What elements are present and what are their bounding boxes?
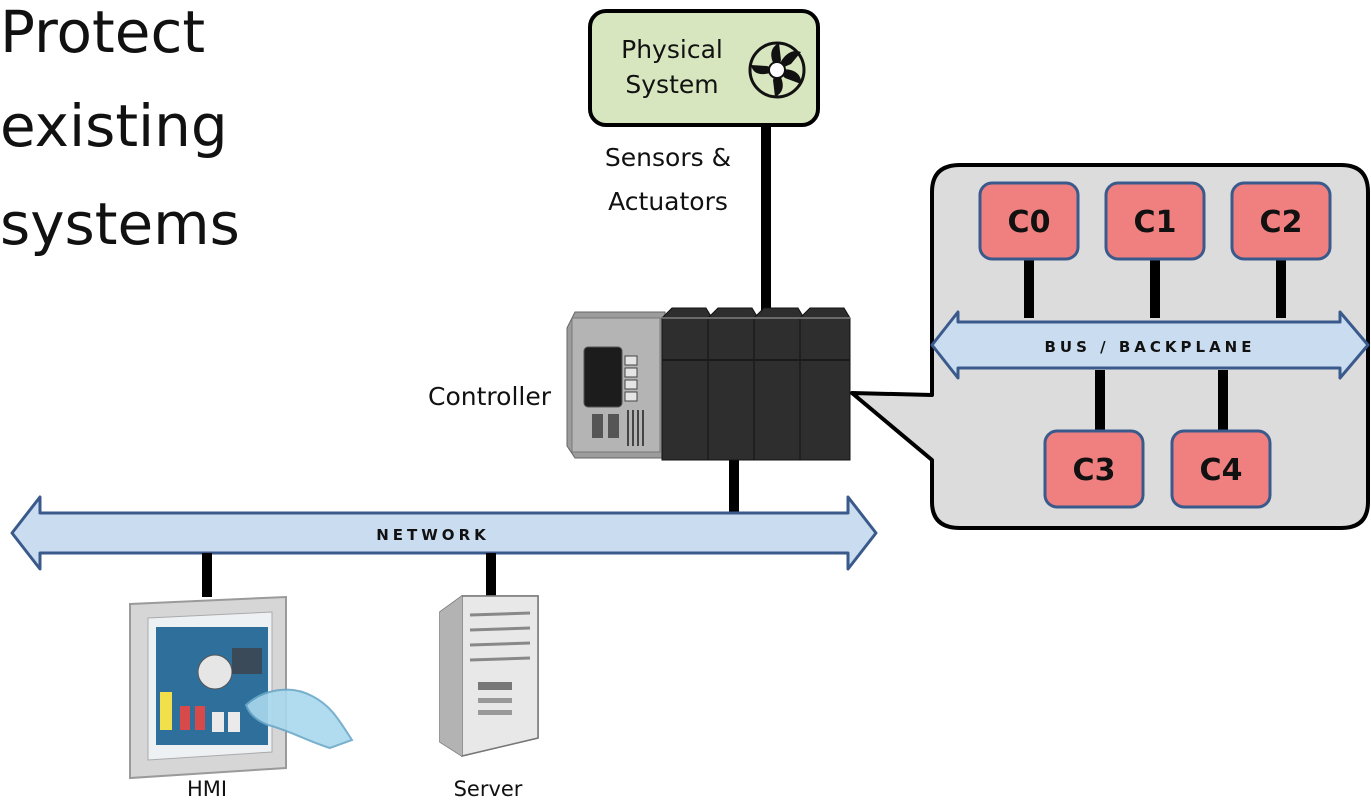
controller-icon — [566, 307, 851, 461]
physical-system-box: Physical System — [588, 9, 820, 127]
component-c1: C1 — [1104, 181, 1206, 261]
physical-system-frame — [588, 9, 820, 127]
backplane-label: BUS / BACKPLANE — [1045, 338, 1256, 356]
component-c1-label: C1 — [1134, 205, 1177, 240]
server-icon — [439, 595, 539, 757]
component-c4-label: C4 — [1200, 453, 1243, 488]
network-bus: NETWORK — [10, 495, 878, 571]
component-c3: C3 — [1043, 429, 1145, 509]
component-c2: C2 — [1230, 181, 1332, 261]
hand-icon — [244, 688, 354, 750]
controller-label: Controller — [428, 382, 552, 411]
slide-title: Protect existing systems — [0, 0, 240, 258]
controller-callout: BUS / BACKPLANE C0 C1 C2 C3 C4 — [850, 163, 1370, 530]
component-c0-label: C0 — [1008, 205, 1051, 240]
sensors-label-1: Sensors & — [605, 143, 731, 172]
server-label: Server — [454, 777, 523, 801]
title-line-1: Protect — [0, 0, 205, 66]
component-c0: C0 — [978, 181, 1080, 261]
hmi-label: HMI — [187, 777, 227, 801]
physical-system-label-1: Physical — [621, 35, 723, 64]
title-line-2: existing — [0, 92, 228, 160]
physical-system-label-2: System — [625, 70, 718, 99]
component-c2-label: C2 — [1260, 205, 1303, 240]
title-line-3: systems — [0, 190, 240, 258]
network-label: NETWORK — [376, 526, 490, 544]
component-c3-label: C3 — [1073, 453, 1116, 488]
fan-icon — [748, 41, 806, 99]
sensors-label-2: Actuators — [608, 187, 728, 216]
hmi-icon — [129, 595, 354, 780]
backplane-arrow — [930, 310, 1370, 380]
network-arrow — [10, 495, 878, 571]
component-c4: C4 — [1170, 429, 1272, 509]
